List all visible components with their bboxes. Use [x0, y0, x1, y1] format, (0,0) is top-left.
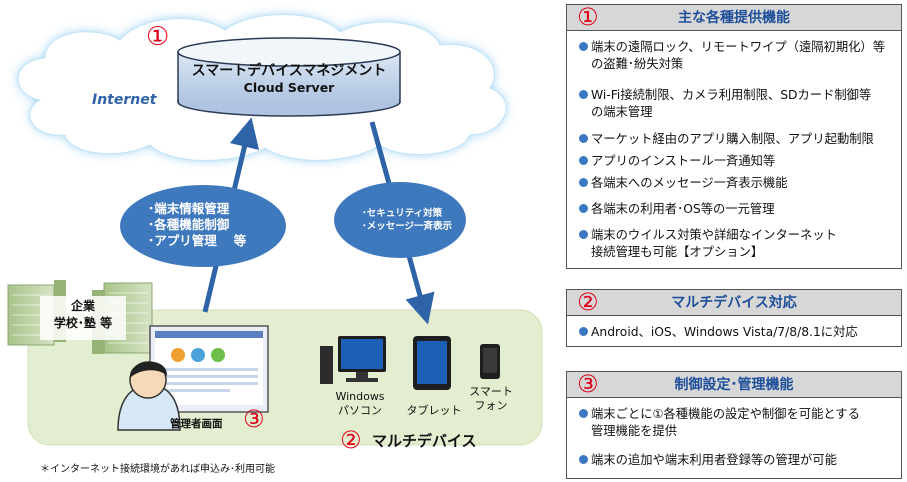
bullet-icon: [579, 178, 588, 187]
smartphone-label-line: フォン: [474, 399, 508, 412]
panel-header: ② マルチデバイス対応: [567, 288, 901, 316]
panel-title: 主な各種提供機能: [678, 10, 790, 26]
bullet-icon: [579, 409, 588, 418]
multidevice-label: マルチデバイス: [372, 432, 477, 450]
list-item: アプリのインストール一斉通知等: [579, 153, 895, 170]
smartphone-icon: [480, 344, 500, 379]
list-item: マーケット経由のアプリ購入制限、アプリ起動制限: [579, 131, 895, 148]
left-bubble-shape: [120, 185, 286, 267]
bullet-icon: [579, 230, 588, 239]
panel-title: マルチデバイス対応: [671, 295, 797, 311]
system-diagram: [7, 14, 543, 446]
list-item: 端末の遠隔ロック、リモートワイプ（遠隔初期化）等 の盗難･紛失対策: [579, 39, 895, 73]
windows-pc-label-line: Windows: [335, 390, 385, 403]
list-item: 端末ごとに①各種機能の設定や制御を可能とする 管理機能を提供: [579, 406, 895, 440]
list-item: 端末のウイルス対策や詳細なインターネット 接続管理も可能【オプション】: [579, 227, 895, 261]
list-item: Android、iOS、Windows Vista/7/8/8.1に対応: [579, 324, 895, 341]
right-bubble-text: ･セキュリティ対策 ･メッセージ一斉表示: [362, 207, 472, 233]
admin-screen-label: 管理者画面: [170, 418, 223, 430]
windows-pc-label-line: パソコン: [338, 404, 382, 417]
list-item: 各端末へのメッセージ一斉表示機能: [579, 175, 895, 192]
admin-person: [117, 361, 181, 431]
left-bubble-line: ･各種機能制御: [148, 217, 230, 232]
smartphone-label-line: スマート: [469, 385, 513, 398]
bullet-icon: [579, 204, 588, 213]
tablet-icon: [413, 336, 451, 390]
panel-main-functions: ① 主な各種提供機能 端末の遠隔ロック、リモートワイプ（遠隔初期化）等 の盗難･…: [566, 3, 902, 269]
panel-title: 制御設定･管理機能: [674, 377, 794, 393]
panel-multidevice: ② マルチデバイス対応 Android、iOS、Windows Vista/7/…: [566, 288, 902, 347]
tablet-label: タブレット: [406, 404, 462, 417]
building-label: 企業 学校･塾 等: [40, 298, 126, 332]
admin-number: ③: [243, 405, 265, 433]
panel-header: ① 主な各種提供機能: [567, 3, 901, 31]
panel-number: ①: [577, 3, 599, 31]
panel-header: ③ 制御設定･管理機能: [567, 370, 901, 398]
server-subtitle: Cloud Server: [243, 80, 335, 95]
left-bubble-line: ･端末情報管理: [148, 201, 230, 216]
left-bubble-text: ･端末情報管理 ･各種機能制御 ･アプリ管理 等: [148, 201, 278, 249]
server-title: スマートデバイスマネジメント: [191, 63, 387, 79]
list-item: Wi-Fi接続制限、カメラ利用制限、SDカード制御等 の端末管理: [579, 87, 895, 121]
right-bubble-shape: [334, 182, 466, 258]
right-bubble-line: ･メッセージ一斉表示: [362, 221, 453, 232]
left-bubble-line: ･アプリ管理 等: [148, 233, 247, 248]
panel-number: ②: [577, 288, 599, 316]
bullet-icon: [579, 90, 588, 99]
internet-label: Internet: [92, 92, 157, 108]
bullet-icon: [579, 156, 588, 165]
building-icon: [7, 280, 153, 354]
multidevice-number: ②: [340, 426, 362, 454]
right-bubble-line: ･セキュリティ対策: [362, 208, 443, 219]
list-item: 各端末の利用者･OS等の一元管理: [579, 201, 895, 218]
windows-pc-icon: [320, 336, 386, 384]
panel-control-settings: ③ 制御設定･管理機能 端末ごとに①各種機能の設定や制御を可能とする 管理機能を…: [566, 370, 902, 479]
server-number: ①: [146, 22, 170, 52]
cloud-server-cylinder: [177, 37, 401, 117]
list-item: 端末の追加や端末利用者登録等の管理が可能: [579, 452, 895, 469]
bullet-icon: [579, 455, 588, 464]
bullet-icon: [579, 42, 588, 51]
building-label-line: 企業: [70, 299, 95, 313]
footnote: ＊インターネット接続環境があれば申込み･利用可能: [40, 464, 275, 475]
bullet-icon: [579, 134, 588, 143]
building-label-line: 学校･塾 等: [53, 316, 113, 330]
windows-pc-label: Windows パソコン: [330, 390, 390, 418]
panel-number: ③: [577, 370, 599, 398]
smartphone-label: スマート フォン: [466, 385, 516, 413]
bullet-icon: [579, 327, 588, 336]
